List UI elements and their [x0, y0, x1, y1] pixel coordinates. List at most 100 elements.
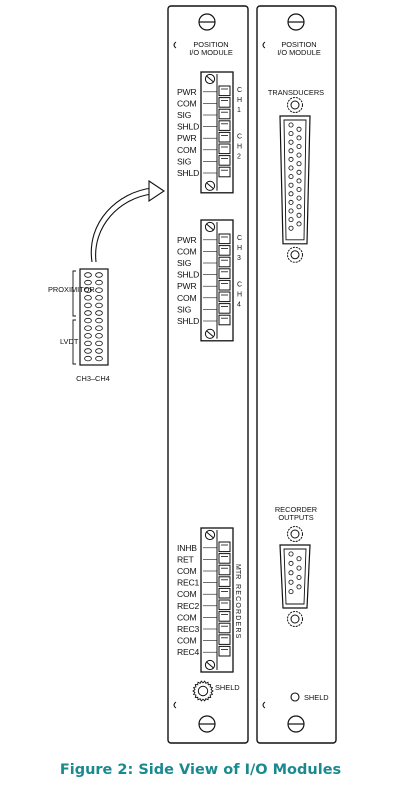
terminal-screw-slot [218, 256, 231, 268]
terminal-screw-slot [218, 131, 231, 143]
recorders-side-label: RECORDERS [234, 584, 241, 640]
connector-pin [296, 556, 302, 562]
mtr-side-label: MTR [234, 564, 241, 579]
right-module: POSITION I/O MODULE TRANSDUCERS RECORDER… [256, 5, 337, 744]
inset-plug-pin [84, 333, 92, 339]
terminal-label: REC4 [177, 647, 200, 657]
inset-connector-plug [72, 268, 109, 366]
block-bottom-screw-icon [204, 659, 216, 671]
connector-pin [288, 156, 294, 162]
inset-plug-pin [84, 355, 92, 362]
terminal-label: PWR [177, 87, 196, 97]
connector-pin [296, 221, 302, 227]
inset-plug-pin [84, 310, 92, 316]
connector-pin [288, 217, 294, 223]
connector-pin [296, 126, 302, 132]
channel-label-char: H [237, 245, 242, 252]
insertion-arrow-icon [90, 179, 165, 263]
connector-pin [288, 122, 294, 128]
right-module-title-line1: POSITION [281, 40, 316, 49]
connector-top-standoff-icon [287, 97, 303, 113]
connector-pin [296, 143, 302, 149]
channel-label-char: 3 [237, 255, 241, 262]
terminal-screw-slot [218, 587, 231, 599]
connector-pin [296, 161, 302, 167]
left-module-title-line2: I/O MODULE [189, 48, 233, 57]
terminal-label: PWR [177, 281, 196, 291]
connector-pin [296, 169, 302, 175]
left-module: POSITION I/O MODULE PWR COM SIG SHLD PWR COM S… [167, 5, 249, 744]
connector-pin [296, 584, 302, 590]
terminal-screw-slot [218, 564, 231, 576]
terminal-screw-slot [218, 120, 231, 131]
transducers-label: TRANSDUCERS [268, 88, 324, 97]
terminal-label: COM [177, 636, 196, 646]
channel-label-char: H [237, 291, 242, 298]
terminal-label: PWR [177, 235, 196, 245]
connector-pin [288, 165, 294, 171]
inset-plug-body [79, 268, 109, 366]
channel-label-char: C [237, 281, 242, 288]
terminal-screw-slot [218, 576, 231, 587]
terminal-label: SIG [177, 304, 192, 314]
right-bottom-screw-icon [287, 715, 305, 733]
inset-plug-pin [95, 310, 103, 316]
connector-pin [288, 174, 294, 180]
right-edge-notch-bottom [262, 701, 266, 709]
terminal-screw-slot [218, 245, 231, 256]
connector-pin [296, 178, 302, 184]
terminal-screw-slot [218, 645, 231, 657]
inset-plug-pin [95, 302, 103, 309]
connector-pin [288, 148, 294, 154]
terminal-label: PWR [177, 133, 196, 143]
inset-plug-pin [84, 287, 92, 293]
inset-plug-pin [84, 302, 92, 309]
channel-label-char: H [237, 143, 242, 150]
connector-pin [288, 589, 294, 595]
terminal-label: REC1 [177, 578, 200, 588]
gear-hub [197, 685, 209, 697]
connector-pin [296, 565, 302, 571]
inset-plug-pin [95, 317, 103, 324]
connector-pin [296, 195, 302, 201]
channel-label-char: 1 [237, 107, 241, 114]
terminal-screw-slot [218, 553, 231, 564]
connector-pin [288, 560, 294, 566]
terminal-label: RET [177, 554, 195, 564]
connector-pin [296, 186, 302, 192]
terminal-screw-slot [218, 268, 231, 279]
terminal-label: REC2 [177, 601, 200, 611]
inset-plug-pin [95, 279, 103, 286]
block-bottom-screw-icon [204, 328, 216, 339]
recorder-outputs-label-line1: RECORDER [275, 505, 317, 514]
connector-pin [288, 199, 294, 205]
terminal-screw-slot [218, 166, 231, 178]
right-shield-screw-icon [290, 692, 300, 702]
terminal-label: SHLD [177, 316, 199, 326]
inset-plug-pin [84, 325, 92, 331]
connector-pin [296, 152, 302, 158]
terminal-label: SHLD [177, 168, 199, 178]
terminal-screw-slot [218, 303, 231, 314]
inset-plug-pin [95, 287, 103, 293]
connector-bottom-standoff-icon [287, 246, 303, 263]
io-modules-diagram: POSITION I/O MODULE PWR COM SIG SHLD PWR COM S… [48, 5, 337, 744]
right-top-screw-icon [287, 13, 305, 31]
block-bottom-screw-icon [204, 180, 216, 191]
connector-pin [288, 551, 294, 557]
inset-connector-label: CH3–CH4 [76, 374, 110, 383]
terminal-screw-slot [218, 622, 231, 634]
inset-plug-pin [95, 295, 103, 301]
left-shield-gear-icon [192, 680, 214, 702]
connector-pin [288, 182, 294, 188]
left-module-title-line1: POSITION [193, 40, 228, 49]
terminal-label: COM [177, 589, 196, 599]
terminal-label: COM [177, 145, 196, 155]
right-edge-notch-top [262, 41, 266, 49]
proximitor-label: PROXIMITOR [48, 285, 95, 294]
terminal-screw-slot [218, 599, 231, 611]
left-top-screw-icon [198, 13, 216, 31]
right-module-title-line2: I/O MODULE [277, 48, 321, 57]
inset-plug-pin [84, 279, 92, 286]
